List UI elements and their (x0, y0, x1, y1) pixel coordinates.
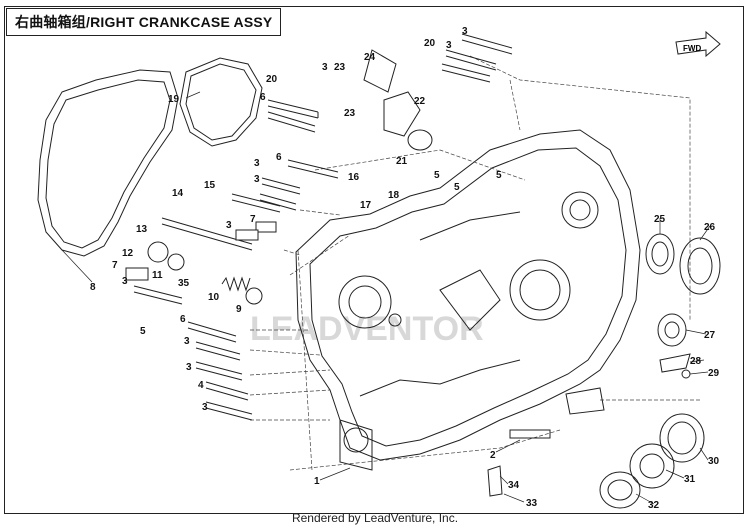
callout-34: 34 (508, 480, 520, 491)
callout-22: 22 (414, 96, 426, 107)
footer-credit: Rendered by LeadVenture, Inc. (291, 511, 459, 525)
callout-32: 32 (648, 500, 660, 510)
callout-27: 27 (704, 330, 716, 341)
callout-3: 3 (186, 362, 192, 373)
bolt-set-left (125, 33, 513, 421)
callout-33: 33 (526, 498, 538, 509)
crankcase-gasket (37, 69, 179, 257)
callout-2: 2 (490, 450, 496, 461)
leader-lines (61, 91, 711, 505)
watermark-text: LEADVENTOR (250, 310, 484, 348)
callout-3: 3 (184, 336, 190, 347)
callout-14: 14 (172, 188, 184, 199)
callout-5: 5 (496, 170, 502, 181)
callout-31: 31 (684, 474, 696, 485)
callout-13: 13 (136, 224, 148, 235)
callout-3: 3 (226, 220, 232, 231)
callout-3: 3 (122, 276, 128, 287)
callout-20: 20 (424, 38, 436, 49)
right-crankcase-body (295, 129, 641, 471)
callout-8: 8 (90, 282, 96, 293)
callout-19: 19 (168, 94, 180, 105)
callout-7: 7 (112, 260, 118, 271)
callout-35: 35 (178, 278, 190, 289)
callout-1: 1 (314, 476, 320, 487)
callout-6: 6 (276, 152, 282, 163)
callout-16: 16 (348, 172, 360, 183)
exploded-parts-diagram: LEADVENTOR FWD (37, 26, 721, 510)
callout-6: 6 (260, 92, 266, 103)
spring (221, 276, 251, 292)
callout-5: 5 (434, 170, 440, 181)
callout-20: 20 (266, 74, 278, 85)
callout-9: 9 (236, 304, 242, 315)
callout-4: 4 (198, 380, 204, 391)
callout-18: 18 (388, 190, 400, 201)
callout-5: 5 (140, 326, 146, 337)
callout-6: 6 (180, 314, 186, 325)
projection-lines (249, 55, 700, 471)
callout-25: 25 (654, 214, 666, 225)
callout-30: 30 (708, 456, 720, 467)
callout-3: 3 (446, 40, 452, 51)
callout-3: 3 (322, 62, 328, 73)
callout-24: 24 (364, 52, 376, 63)
callout-23: 23 (334, 62, 346, 73)
callout-26: 26 (704, 222, 716, 233)
callout-10: 10 (208, 292, 220, 303)
callout-17: 17 (360, 200, 372, 211)
callout-12: 12 (122, 248, 134, 259)
page-title: 右曲轴箱组/RIGHT CRANKCASE ASSY (6, 8, 282, 36)
callout-3: 3 (202, 402, 208, 413)
bearings-and-seals-right (363, 49, 721, 509)
callout-28: 28 (690, 356, 702, 367)
callout-labels: 1 2 3 3 3 3 3 3 3 3 3 3 4 5 5 5 5 6 6 6 … (90, 26, 720, 510)
callout-21: 21 (396, 156, 408, 167)
cover-seal-ring (179, 57, 263, 147)
callout-7: 7 (250, 214, 256, 225)
drawing-frame (4, 6, 744, 514)
fwd-label: FWD (683, 44, 701, 53)
callout-3: 3 (254, 158, 260, 169)
fwd-arrow-icon: FWD (675, 30, 721, 58)
callout-5: 5 (454, 182, 460, 193)
callout-11: 11 (152, 270, 163, 281)
callout-3: 3 (254, 174, 260, 185)
callout-3: 3 (462, 26, 468, 37)
callout-15: 15 (204, 180, 216, 191)
callout-23: 23 (344, 108, 356, 119)
callout-29: 29 (708, 368, 720, 379)
